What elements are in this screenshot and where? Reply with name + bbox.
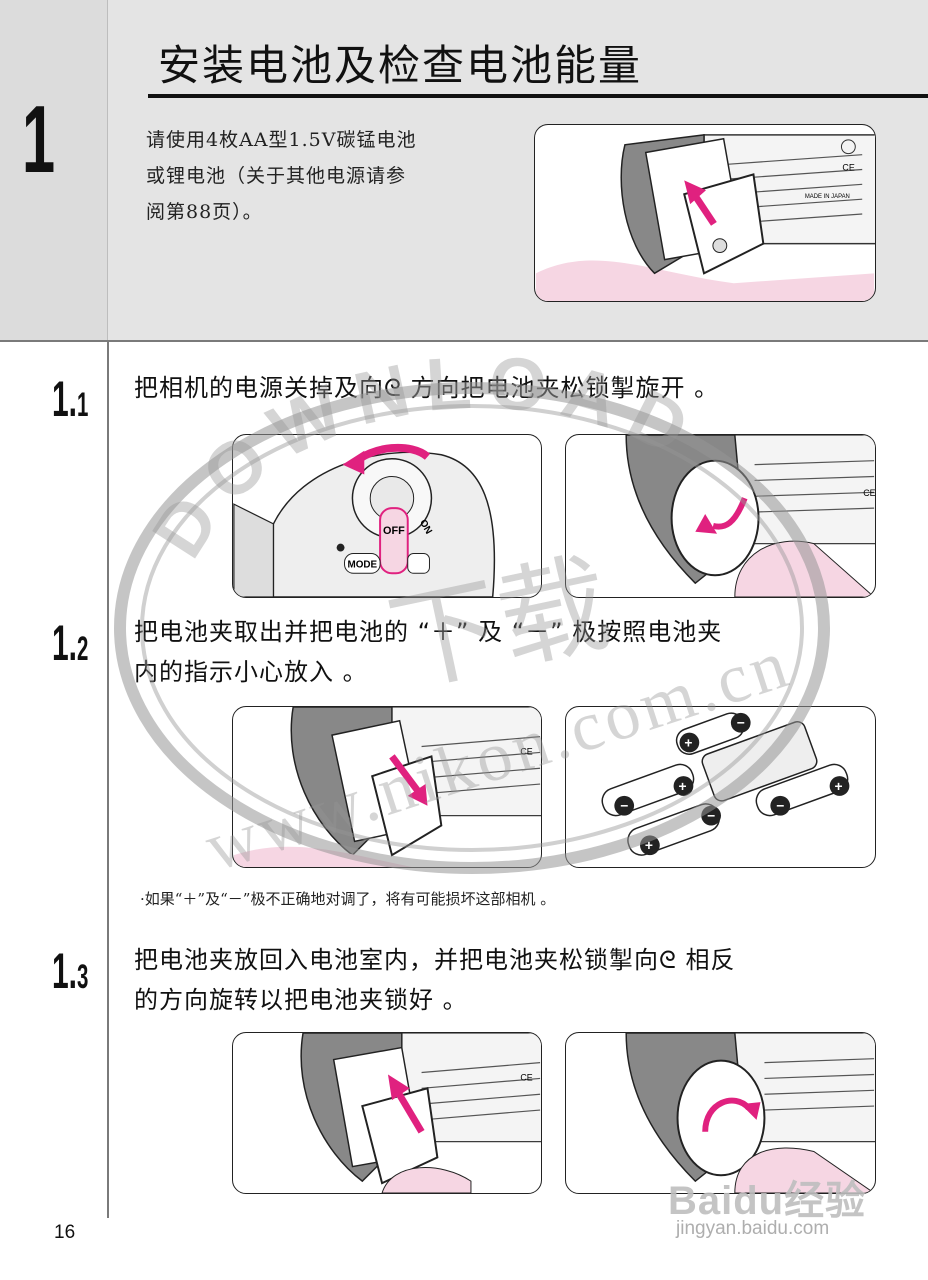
mode-label: MODE bbox=[347, 559, 377, 570]
made-in-label: MADE IN JAPAN bbox=[805, 194, 850, 200]
minus-sign: − bbox=[620, 798, 628, 814]
step-number-main: 1. bbox=[52, 371, 78, 427]
intro-line: 或锂电池（关于其他电源请参 bbox=[146, 165, 407, 187]
ce-label: CE bbox=[520, 1072, 532, 1082]
step-number: 1.2 bbox=[52, 618, 88, 668]
unlock-cover-illustration: CE bbox=[565, 434, 876, 598]
insert-holder-illustration: CE bbox=[232, 1032, 542, 1194]
power-switch-illustration: OFF ON MODE bbox=[232, 434, 542, 598]
plus-sign: + bbox=[645, 837, 653, 853]
remove-holder-illustration: CE bbox=[232, 706, 542, 868]
section-divider bbox=[0, 340, 928, 342]
intro-battery-illustration: MADE IN JAPAN CE bbox=[534, 124, 876, 302]
step-line: 把电池夹取出并把电池的 “＋” 及 “－” 极按照电池夹 bbox=[134, 618, 723, 646]
intro-line: 请使用4枚AA型1.5V碳锰电池 bbox=[146, 129, 417, 151]
minus-sign: − bbox=[737, 715, 745, 731]
step-number-main: 1. bbox=[52, 943, 78, 999]
battery-orientation-illustration: + − − + + − − + bbox=[565, 706, 876, 868]
step-number-sub: 3 bbox=[77, 958, 89, 996]
step-text: 把电池夹取出并把电池的 “＋” 及 “－” 极按照电池夹 内的指示小心放入 。 bbox=[134, 612, 874, 692]
plus-sign: + bbox=[835, 778, 843, 794]
step-number: 1.1 bbox=[52, 374, 88, 424]
warning-note: ·如果“＋”及“－”极不正确地对调了，将有可能损坏这部相机 。 bbox=[140, 890, 556, 908]
lock-cover-illustration bbox=[565, 1032, 876, 1194]
step-number: 1.3 bbox=[52, 946, 88, 996]
step-number-sub: 1 bbox=[77, 386, 89, 424]
minus-sign: − bbox=[776, 798, 784, 814]
step-text: 把电池夹放回入电池室内，并把电池夹松锁掣向ᘓ 相反 的方向旋转以把电池夹锁好 。 bbox=[134, 940, 874, 1020]
plus-sign: + bbox=[684, 734, 692, 750]
ce-label: CE bbox=[842, 162, 854, 172]
off-label: OFF bbox=[383, 525, 405, 537]
intro-line: 阅第88页）。 bbox=[146, 201, 263, 223]
chapter-number: 1 bbox=[22, 86, 55, 193]
margin-rule bbox=[107, 342, 109, 1218]
page-title: 安装电池及检查电池能量 bbox=[158, 41, 643, 90]
step-line: 内的指示小心放入 。 bbox=[134, 658, 368, 686]
intro-text: 请使用4枚AA型1.5V碳锰电池 或锂电池（关于其他电源请参 阅第88页）。 bbox=[146, 122, 516, 230]
ce-label: CE bbox=[520, 746, 532, 756]
step-line: 的方向旋转以把电池夹锁好 。 bbox=[134, 986, 468, 1014]
title-underline bbox=[148, 94, 928, 98]
step-line: 把电池夹放回入电池室内，并把电池夹松锁掣向ᘓ 相反 bbox=[134, 946, 736, 974]
baidu-url: jingyan.baidu.com bbox=[676, 1218, 830, 1239]
step-text: 把相机的电源关掉及向ᘓ 方向把电池夹松锁掣旋开 。 bbox=[134, 368, 874, 408]
page-number: 16 bbox=[54, 1222, 76, 1243]
minus-sign: − bbox=[707, 808, 715, 824]
step-number-sub: 2 bbox=[77, 630, 89, 668]
step-line: 把相机的电源关掉及向ᘓ 方向把电池夹松锁掣旋开 。 bbox=[134, 374, 720, 402]
plus-sign: + bbox=[679, 778, 687, 794]
step-number-main: 1. bbox=[52, 615, 78, 671]
ce-label: CE bbox=[863, 488, 875, 498]
header-divider bbox=[107, 0, 108, 340]
